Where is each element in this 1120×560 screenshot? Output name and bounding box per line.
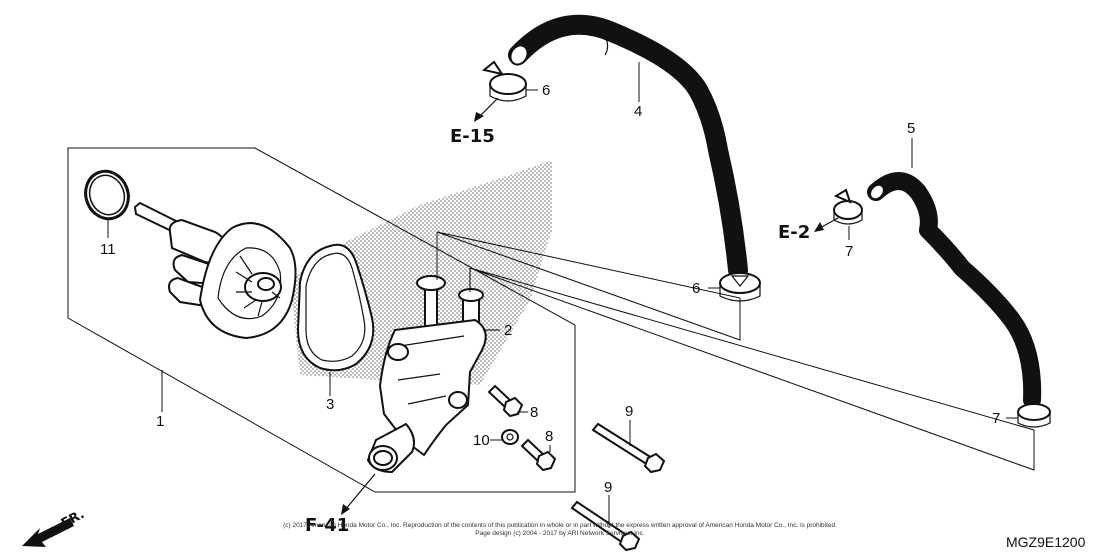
drawing-code: MGZ9E1200 [1006,534,1086,550]
front-direction-arrow [22,518,74,547]
arrow-e15 [474,97,499,122]
clamp-6-lower [719,272,761,302]
reference-f41: F-41 [305,515,349,536]
leader-lines [107,62,1035,528]
arrow-e2 [814,217,839,232]
reference-e2: E-2 [778,222,810,243]
callout-10: 10 [473,432,490,449]
callout-9-upper: 9 [625,403,633,420]
callout-5: 5 [907,120,915,137]
assembly-outline [67,147,576,493]
clamp-7-upper [833,188,863,225]
callout-6-upper: 6 [542,82,550,99]
front-direction-label: FR. [59,507,87,532]
washer-part [501,429,519,445]
water-pump-part [133,201,297,340]
clamp-6-upper [481,60,527,102]
callout-6-lower: 6 [692,280,700,297]
callout-7-lower: 7 [992,410,1000,427]
callout-3: 3 [326,396,334,413]
callout-9-lower: 9 [604,479,612,496]
callout-8-lower: 8 [545,428,553,445]
callout-4: 4 [634,103,642,120]
callout-8-upper: 8 [530,404,538,421]
pump-cover-part [366,275,487,474]
hose-5-part [867,172,1042,409]
hose-4-part [508,14,748,280]
bolt-9-lower [570,500,641,552]
callout-1: 1 [156,413,164,430]
reference-e15: E-15 [450,126,495,147]
arrow-f41 [341,473,376,515]
copyright-line-1: (c) 2017 American Honda Motor Co., Inc. … [283,522,837,529]
callout-7-upper: 7 [845,243,853,260]
o-ring-part [84,169,130,221]
callout-11: 11 [100,241,116,258]
callout-2: 2 [504,322,512,339]
bolt-9-upper [591,422,666,474]
copyright-line-2: Page design (c) 2004 - 2017 by ARI Netwo… [475,530,645,537]
bolt-8-lower [520,438,557,472]
clamp-7-lower [1017,403,1051,428]
